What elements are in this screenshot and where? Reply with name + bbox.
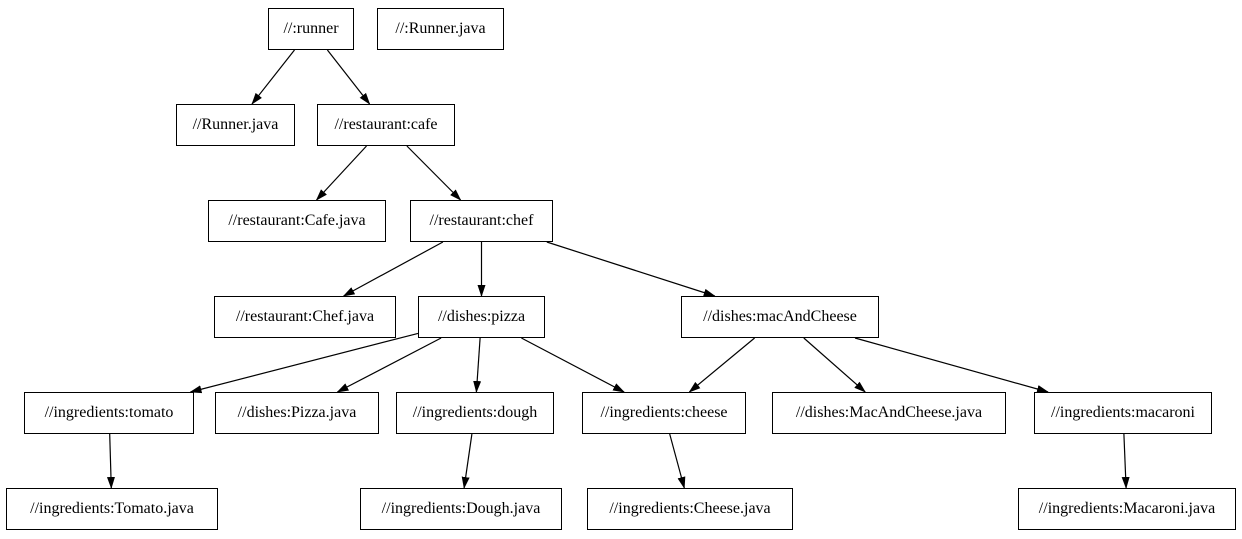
edges-group [106,49,1130,489]
edge-macaroni-to-macaroni-java [1121,433,1130,489]
edge-cafe-to-cafe-java [315,145,367,201]
edge-runner-to-runner-java [251,49,295,105]
graph-node-chef: //restaurant:chef [410,200,553,242]
graph-node-tomato: //ingredients:tomato [24,392,194,434]
graph-node-cafe: //restaurant:cafe [317,104,455,146]
graph-node-macaroni-java: //ingredients:Macaroni.java [1018,488,1236,530]
edge-cheese-to-cheese-java [669,433,686,489]
edge-pizza-to-tomato [189,332,419,394]
graph-node-chef-java: //restaurant:Chef.java [214,296,396,338]
edge-cafe-to-chef [406,145,462,201]
graph-node-runner: //:runner [268,8,354,50]
graph-node-pizza-java: //dishes:Pizza.java [215,392,379,434]
graph-node-mac-and-cheese-java: //dishes:MacAndCheese.java [772,392,1006,434]
graph-node-cheese: //ingredients:cheese [582,392,746,434]
edge-mac-and-cheese-to-mac-and-cheese-java [803,337,866,393]
edge-tomato-to-tomato-java [106,433,115,489]
edge-mac-and-cheese-to-macaroni [854,337,1049,393]
edge-dough-to-dough-java [461,433,473,489]
graph-node-cafe-java: //restaurant:Cafe.java [208,200,386,242]
graph-node-tomato-java: //ingredients:Tomato.java [6,488,218,530]
edge-chef-to-mac-and-cheese [546,241,716,297]
graph-node-macaroni: //ingredients:macaroni [1034,392,1212,434]
graph-node-dough-java: //ingredients:Dough.java [360,488,562,530]
graph-node-dough: //ingredients:dough [396,392,554,434]
graph-node-runner-java-root: //:Runner.java [377,8,504,50]
graph-node-runner-java: //Runner.java [176,104,295,146]
edge-pizza-to-pizza-java [336,337,442,393]
edge-runner-to-cafe [326,49,371,105]
edge-pizza-to-cheese [521,337,625,393]
graph-node-mac-and-cheese: //dishes:macAndCheese [681,296,879,338]
graph-node-cheese-java: //ingredients:Cheese.java [587,488,793,530]
edge-chef-to-chef-java [342,241,444,297]
edge-mac-and-cheese-to-cheese [688,337,755,393]
graph-node-pizza: //dishes:pizza [418,296,545,338]
edge-pizza-to-dough [473,337,482,393]
